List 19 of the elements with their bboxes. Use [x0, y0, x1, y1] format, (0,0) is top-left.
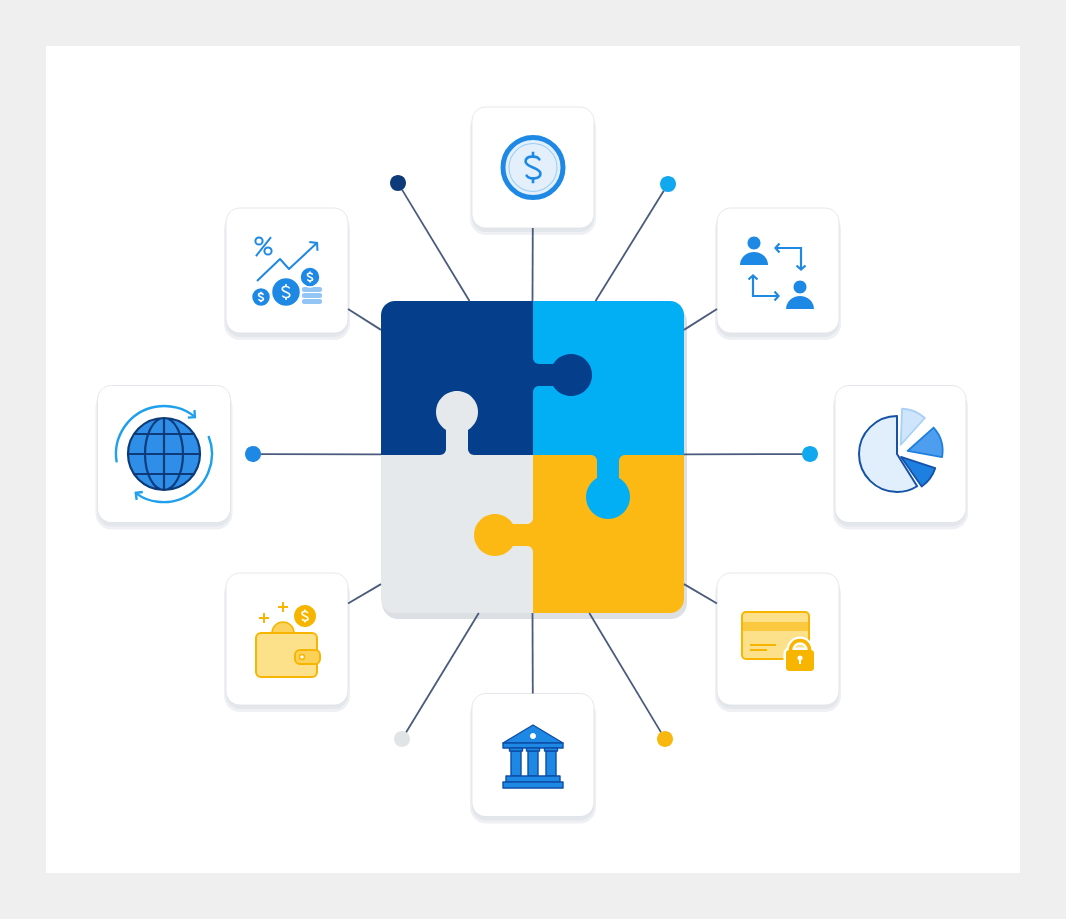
connector-line — [594, 189, 665, 302]
connector-line — [683, 453, 803, 456]
dot — [660, 176, 676, 192]
connector-line — [531, 612, 534, 695]
connector-line — [683, 308, 718, 331]
connector-line — [588, 612, 662, 734]
connector-line — [401, 188, 471, 302]
jigsaw-puzzle — [381, 301, 687, 619]
connector-line — [347, 583, 382, 605]
dot — [802, 446, 818, 462]
connector-line — [531, 227, 534, 302]
connector-line — [683, 583, 718, 605]
dot — [657, 731, 673, 747]
connector-line — [347, 308, 382, 331]
connector-line — [405, 612, 480, 734]
dot — [245, 446, 261, 462]
dot — [390, 175, 406, 191]
connector-line — [260, 453, 382, 456]
dot — [394, 731, 410, 747]
